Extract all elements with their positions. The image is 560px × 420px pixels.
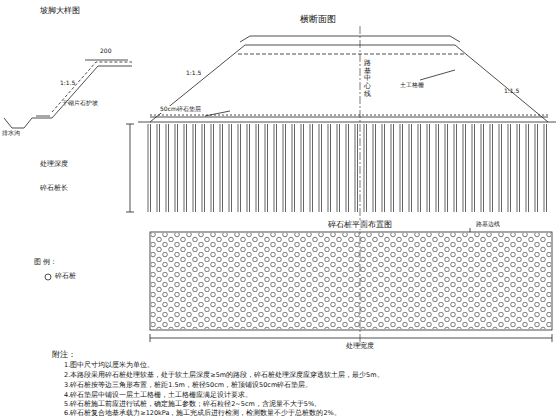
drawing-label: 碎石桩平面布置图 — [326, 220, 394, 229]
note-text: 4.碎石垫层中铺设一层土工格栅，土工格栅应满足设计要求。 — [64, 392, 252, 399]
drawing-label: 处理深度 — [40, 160, 68, 168]
note-text: 2.本路段采用碎石桩处理软基，处于软土层深度≥5m的路段，碎石桩处理深度应穿透软… — [64, 372, 384, 379]
drawing-label: 1:1.5 — [186, 70, 201, 77]
drawing-label: 排水沟 — [2, 130, 20, 137]
drawing-label: 50cm碎石垫层 — [158, 106, 203, 113]
note-text: 3.碎石桩按等边三角形布置，桩距1.5m，桩径50cm，桩顶铺设50cm碎石垫层… — [64, 382, 312, 389]
drawing-label: 横断面图 — [300, 14, 336, 24]
drawing-label: 路基中心线 — [364, 60, 371, 98]
note-text: 5.碎石桩施工前应进行试桩，确定施工参数；碎石粒径2~5cm，含泥量不大于5%。 — [64, 401, 321, 408]
note-text: 附注： — [52, 350, 76, 359]
drawing-label: 处理宽度 — [346, 342, 374, 350]
drawing-label: 碎石桩长 — [40, 184, 68, 192]
drawing-label: 1:1.5 — [504, 88, 519, 95]
drawing-label: 路基边线 — [476, 221, 500, 228]
drawing-label: 图 例： — [34, 258, 57, 266]
drawing-label: 干砌片石护坡 — [62, 100, 98, 107]
drawing-label: 200 — [100, 48, 111, 55]
note-text: 6.碎石桩复合地基承载力≥120kPa，施工完成后进行检测，检测数量不少于总桩数… — [64, 410, 341, 417]
drawing-label: 碎石桩 — [55, 272, 76, 280]
drawing-label: 坡脚大样图 — [40, 6, 80, 15]
drawing-label: 1:1.5 — [60, 80, 75, 87]
drawing-label: 土工格栅 — [400, 82, 424, 89]
note-text: 1.图中尺寸均以厘米为单位。 — [64, 362, 154, 369]
